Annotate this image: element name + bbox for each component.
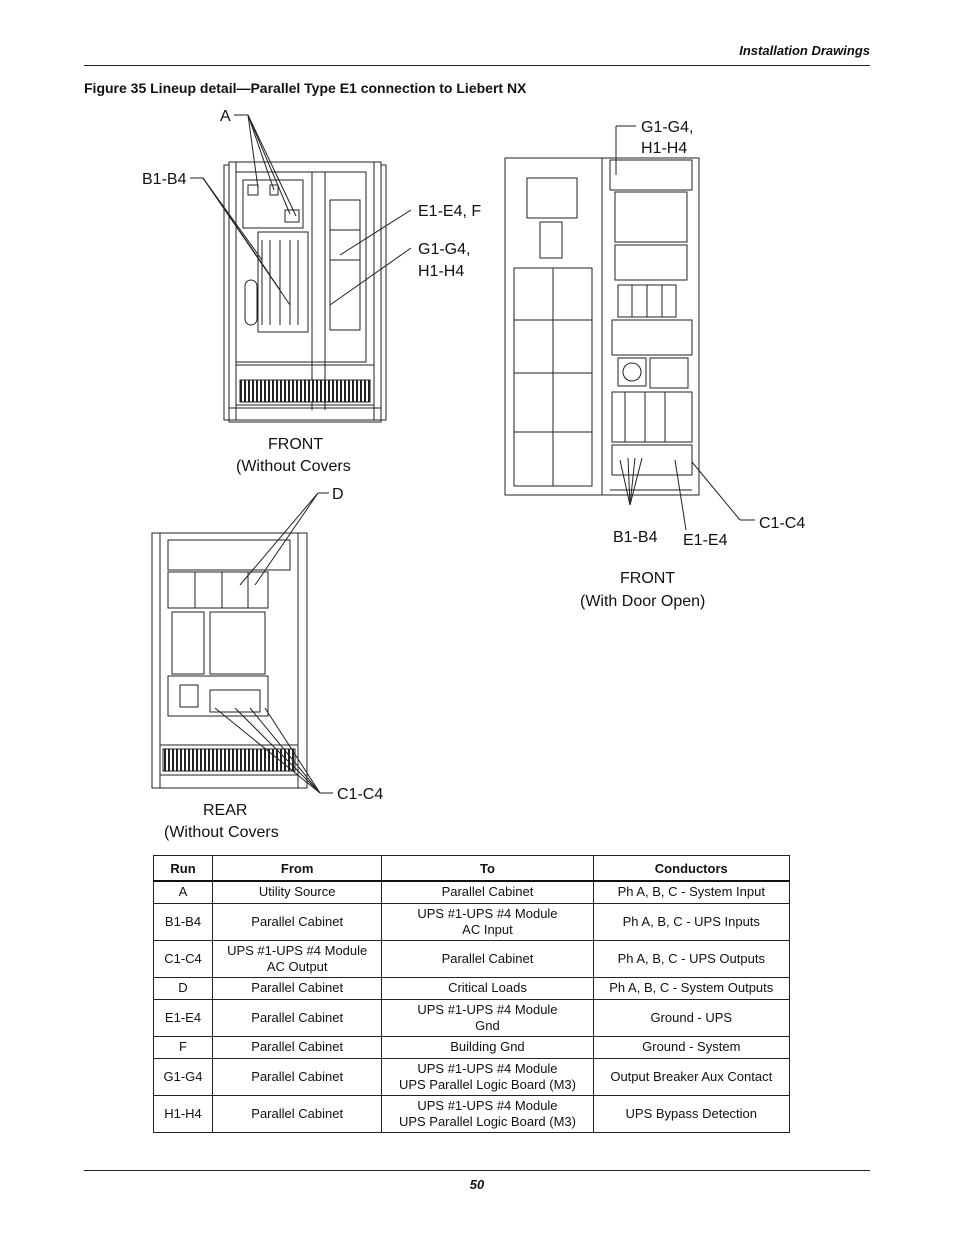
table-header-row: Run From To Conductors xyxy=(153,855,791,882)
conductors-cell: Ground - UPS xyxy=(592,998,791,1037)
run-cell: A xyxy=(153,880,213,904)
front-caption-2: (Without Covers xyxy=(236,458,351,475)
to-line: UPS #1-UPS #4 Module xyxy=(417,1097,558,1113)
table-row: F Parallel Cabinet Building Gnd Ground -… xyxy=(153,1035,791,1059)
label-b-right: B1-B4 xyxy=(613,529,658,546)
from-line: UPS #1-UPS #4 Module xyxy=(227,942,368,958)
to-cell: Parallel Cabinet xyxy=(381,939,594,978)
from-cell: Parallel Cabinet xyxy=(211,1035,383,1059)
figure-title: Figure 35 Lineup detail—Parallel Type E1… xyxy=(84,80,527,96)
from-cell: Parallel Cabinet xyxy=(211,998,383,1037)
to-cell: Critical Loads xyxy=(381,976,594,1000)
conductors-cell: Ground - System xyxy=(592,1035,791,1059)
to-line: Gnd xyxy=(475,1017,500,1033)
rear-caption-1: REAR xyxy=(203,802,247,819)
to-cell: UPS #1-UPS #4 Module UPS Parallel Logic … xyxy=(381,1057,594,1096)
to-line: AC Input xyxy=(462,921,513,937)
to-line: UPS #1-UPS #4 Module xyxy=(417,905,558,921)
run-cell: D xyxy=(153,976,213,1000)
run-cell: F xyxy=(153,1035,213,1059)
label-gh-front-1: G1-G4, xyxy=(418,241,470,258)
conductors-cell: UPS Bypass Detection xyxy=(592,1094,791,1133)
header-rule xyxy=(84,65,870,66)
to-cell: UPS #1-UPS #4 Module UPS Parallel Logic … xyxy=(381,1094,594,1133)
conductors-cell: Ph A, B, C - System Input xyxy=(592,880,791,904)
conductors-cell: Output Breaker Aux Contact xyxy=(592,1057,791,1096)
table-row: A Utility Source Parallel Cabinet Ph A, … xyxy=(153,880,791,904)
to-cell: Parallel Cabinet xyxy=(381,880,594,904)
front-door-caption-2: (With Door Open) xyxy=(580,593,705,610)
conductors-cell: Ph A, B, C - UPS Inputs xyxy=(592,902,791,941)
conductors-cell: Ph A, B, C - System Outputs xyxy=(592,976,791,1000)
section-header: Installation Drawings xyxy=(739,43,870,58)
label-gh-right-2: H1-H4 xyxy=(641,140,687,157)
label-gh-front-2: H1-H4 xyxy=(418,263,464,280)
table-row: C1-C4 UPS #1-UPS #4 Module AC Output Par… xyxy=(153,939,791,978)
front-door-open-drawing xyxy=(504,157,700,496)
header-to: To xyxy=(381,855,594,882)
from-cell: Parallel Cabinet xyxy=(211,1094,383,1133)
from-cell: Parallel Cabinet xyxy=(211,902,383,941)
table-row: H1-H4 Parallel Cabinet UPS #1-UPS #4 Mod… xyxy=(153,1094,791,1133)
run-cell: C1-C4 xyxy=(153,939,213,978)
label-a: A xyxy=(220,108,231,125)
footer-rule xyxy=(84,1170,870,1171)
from-cell: Utility Source xyxy=(211,880,383,904)
table-row: B1-B4 Parallel Cabinet UPS #1-UPS #4 Mod… xyxy=(153,902,791,941)
from-cell: Parallel Cabinet xyxy=(211,1057,383,1096)
to-line: UPS #1-UPS #4 Module xyxy=(417,1060,558,1076)
run-cell: E1-E4 xyxy=(153,998,213,1037)
label-d: D xyxy=(332,486,344,503)
header-conductors: Conductors xyxy=(592,855,791,882)
front-cabinet-drawing xyxy=(223,161,387,423)
from-cell: Parallel Cabinet xyxy=(211,976,383,1000)
to-line: UPS Parallel Logic Board (M3) xyxy=(398,1076,576,1092)
conductors-cell: Ph A, B, C - UPS Outputs xyxy=(592,939,791,978)
front-caption-1: FRONT xyxy=(268,436,323,453)
from-line: AC Output xyxy=(266,958,328,974)
header-run: Run xyxy=(153,855,213,882)
page-number: 50 xyxy=(469,1177,485,1192)
to-line: UPS Parallel Logic Board (M3) xyxy=(398,1113,576,1129)
run-cell: B1-B4 xyxy=(153,902,213,941)
to-cell: UPS #1-UPS #4 Module Gnd xyxy=(381,998,594,1037)
to-line: UPS #1-UPS #4 Module xyxy=(417,1001,558,1017)
run-table: Run From To Conductors A Utility Source … xyxy=(153,855,791,1133)
label-c-right: C1-C4 xyxy=(759,515,805,532)
from-cell: UPS #1-UPS #4 Module AC Output xyxy=(211,939,383,978)
rear-leader-lines xyxy=(214,492,333,794)
label-gh-right-1: G1-G4, xyxy=(641,119,693,136)
lineup-drawing: A B1-B4 E1-E4, F G1-G4, H1-H4 FRONT (Wit… xyxy=(142,108,805,841)
front-door-caption-1: FRONT xyxy=(620,570,675,587)
right-leader-lines xyxy=(615,125,755,531)
rear-cabinet-drawing xyxy=(151,532,308,789)
label-e-right: E1-E4 xyxy=(683,532,728,549)
table-row: D Parallel Cabinet Critical Loads Ph A, … xyxy=(153,976,791,1000)
front-leader-lines xyxy=(190,114,412,306)
table-row: E1-E4 Parallel Cabinet UPS #1-UPS #4 Mod… xyxy=(153,998,791,1037)
to-cell: Building Gnd xyxy=(381,1035,594,1059)
header-from: From xyxy=(211,855,383,882)
label-e-f: E1-E4, F xyxy=(418,203,481,220)
label-c-rear: C1-C4 xyxy=(337,786,383,803)
table-row: G1-G4 Parallel Cabinet UPS #1-UPS #4 Mod… xyxy=(153,1057,791,1096)
rear-caption-2: (Without Covers xyxy=(164,824,279,841)
to-cell: UPS #1-UPS #4 Module AC Input xyxy=(381,902,594,941)
label-b-front: B1-B4 xyxy=(142,171,187,188)
run-cell: G1-G4 xyxy=(153,1057,213,1096)
run-cell: H1-H4 xyxy=(153,1094,213,1133)
